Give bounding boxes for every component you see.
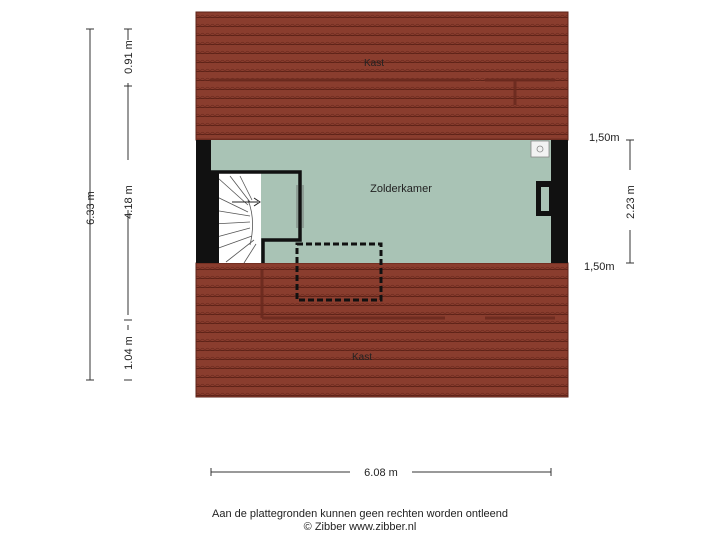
chimney-inner (541, 187, 549, 211)
dim-total-width: 6.08 m (364, 467, 398, 479)
roof-beams-bottom (260, 270, 555, 320)
label-top-storage: Kast (364, 58, 384, 69)
dim-line-room-height (626, 139, 634, 264)
dim-seg-top: 0.91 m (123, 40, 135, 74)
stair-wall-block (211, 172, 219, 263)
roof-hatch-outline (295, 242, 383, 302)
wall-right (551, 140, 568, 263)
dim-line-segments (124, 28, 132, 381)
roof-bottom (195, 262, 569, 398)
ceiling-height-top: 1,50m (589, 132, 620, 144)
wall-left (196, 140, 211, 263)
dim-line-total-height (86, 28, 94, 381)
ceiling-height-bottom: 1,50m (584, 261, 615, 273)
sink-icon (530, 140, 550, 158)
dim-total-height: 6.33 m (85, 191, 97, 225)
stair-direction-arrow (232, 197, 261, 207)
dim-line-width (210, 468, 552, 476)
roof-top (195, 11, 569, 141)
footer-copyright: © Zibber www.zibber.nl (303, 521, 417, 533)
dim-seg-bottom: 1.04 m (123, 336, 135, 370)
window-marker (296, 185, 304, 228)
label-bottom-storage: Kast (352, 352, 372, 363)
footer-disclaimer: Aan de plattegronden kunnen geen rechten… (211, 508, 508, 520)
stair-walls (211, 170, 302, 263)
label-main-room: Zolderkamer (370, 183, 432, 195)
dim-room-height: 2.23 m (625, 185, 637, 219)
dim-seg-middle: 4.18 m (123, 185, 135, 219)
stair-steps (212, 175, 257, 264)
